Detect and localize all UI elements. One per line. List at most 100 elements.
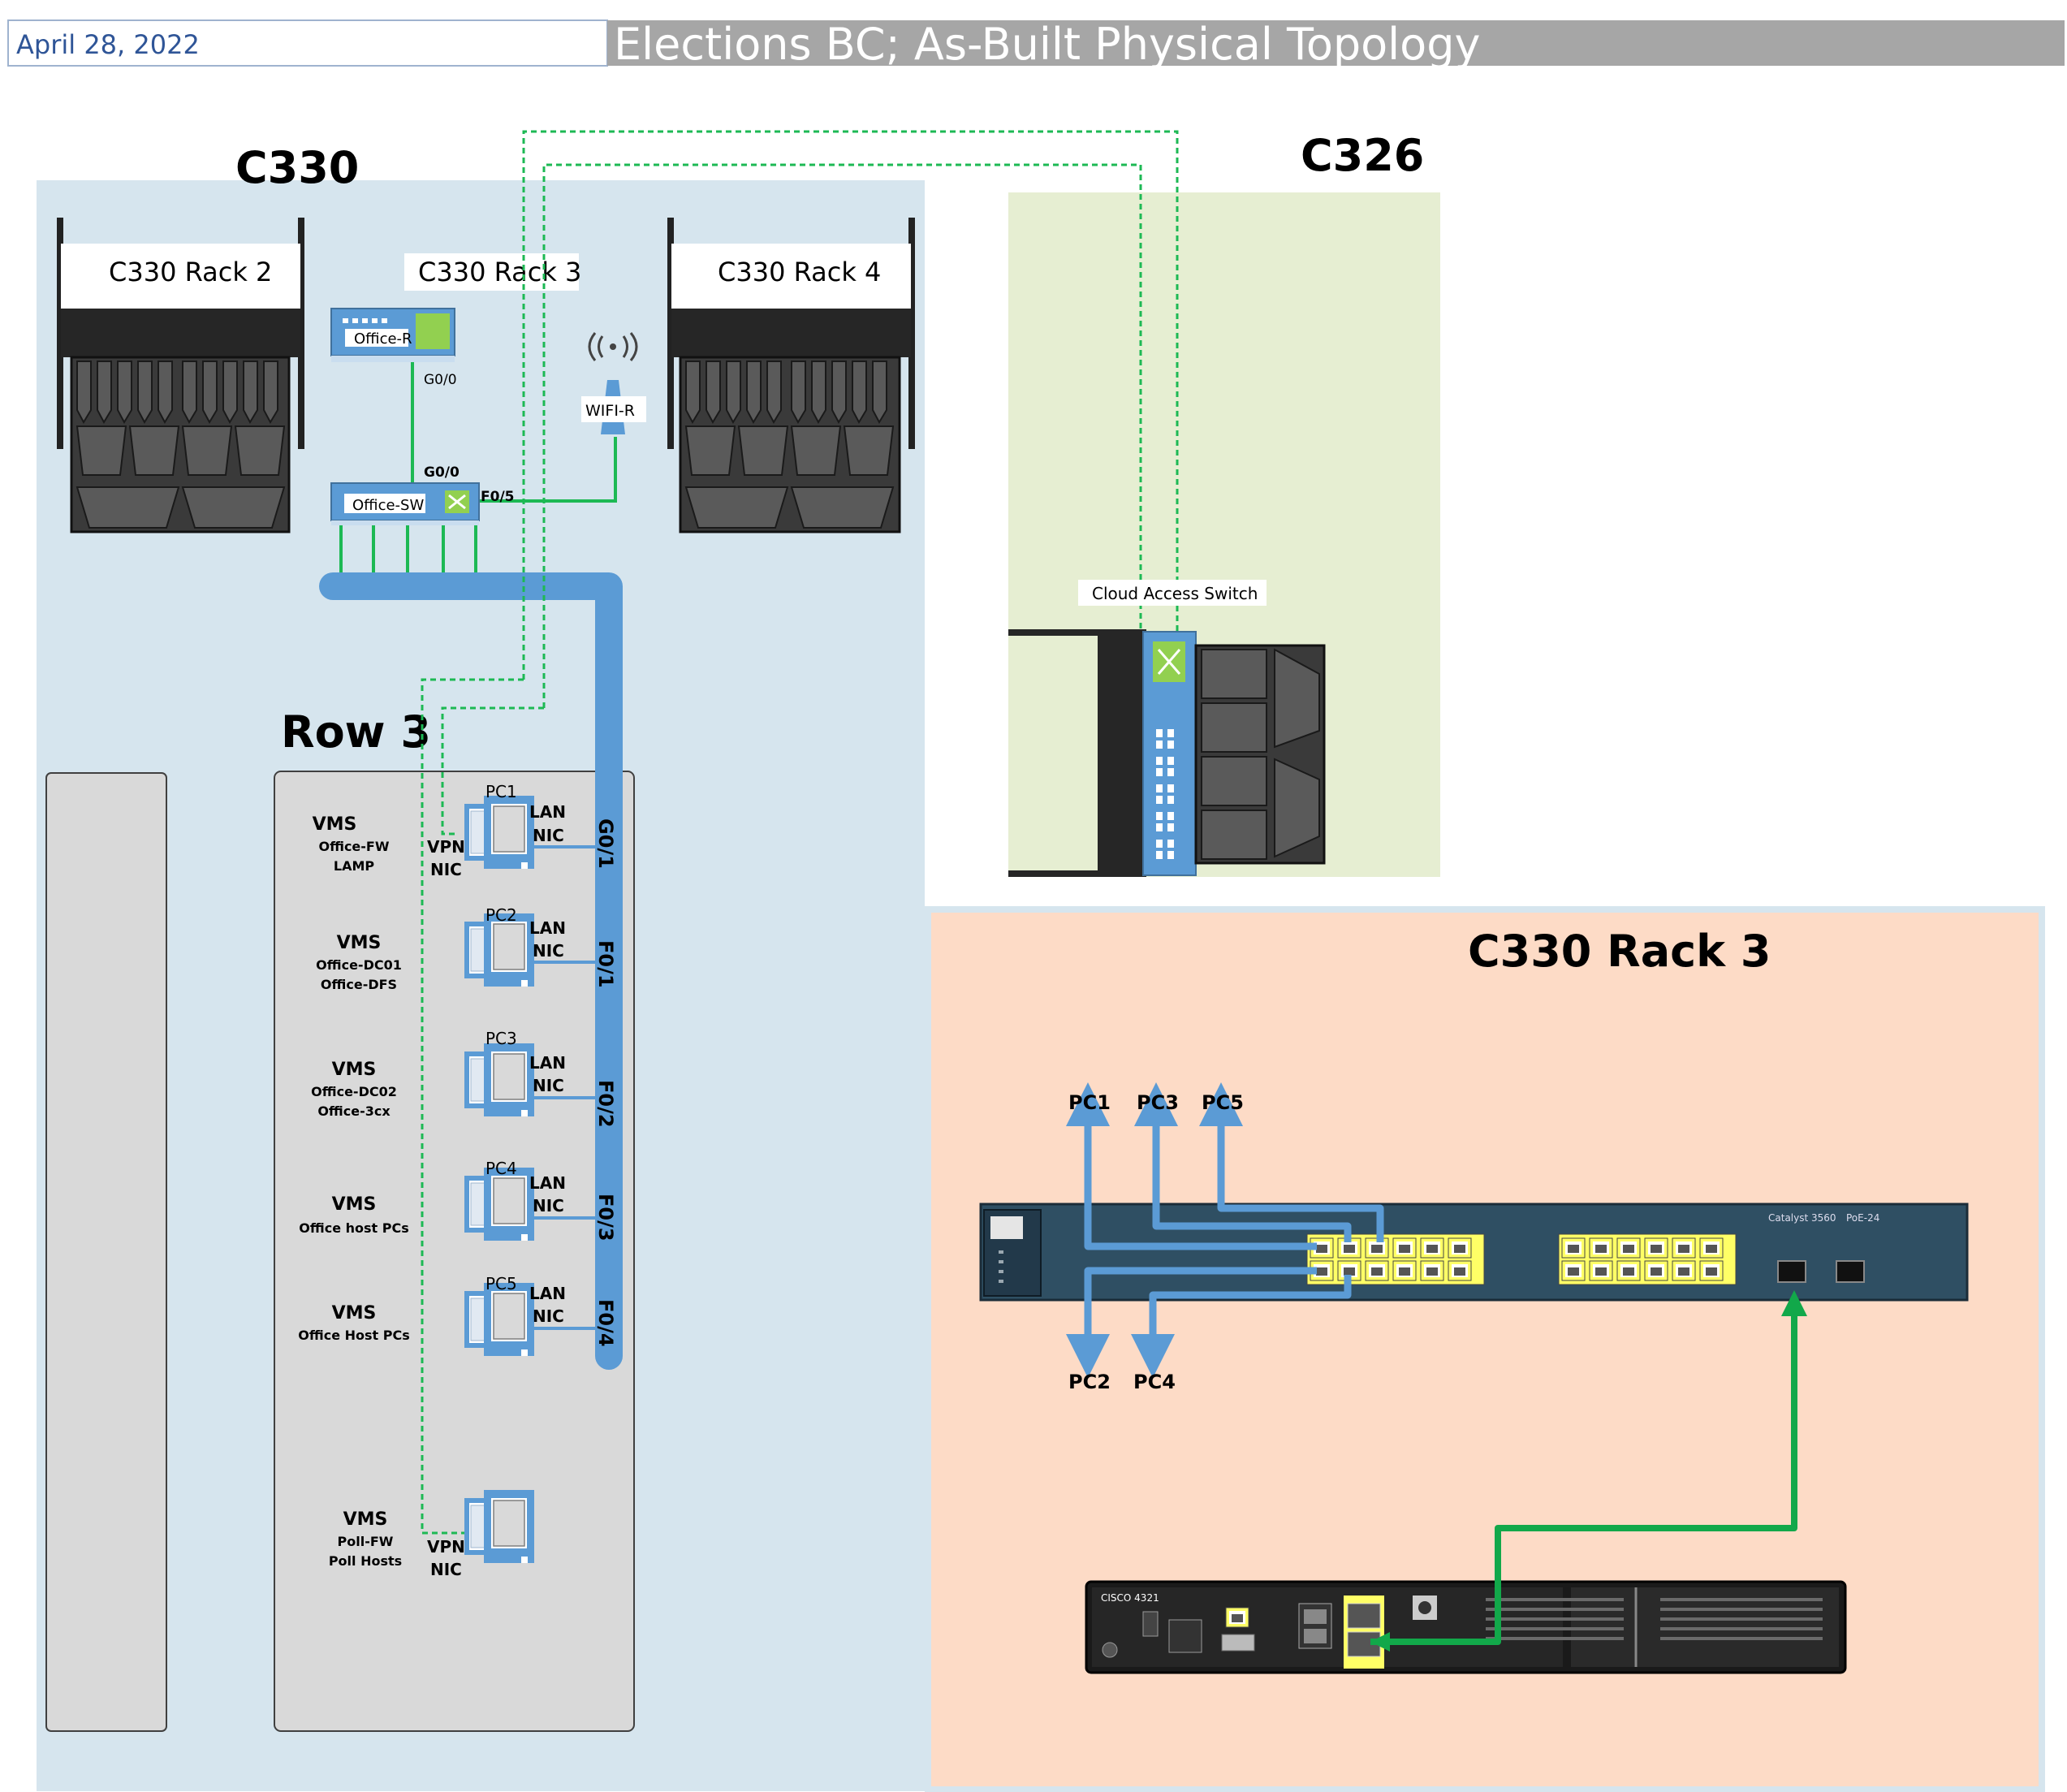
lan-nic-label: NIC [533, 1196, 564, 1216]
trunk-port-f03: F0/3 [594, 1194, 617, 1241]
lan-nic-label: LAN [529, 1284, 566, 1303]
vm-name: Office-3cx [317, 1103, 391, 1119]
catalyst-3560-switch[interactable]: Catalyst 3560 PoE-24 [979, 1203, 1969, 1302]
vm-name: Office-DFS [321, 977, 397, 992]
patch-label-pc5: PC5 [1202, 1091, 1244, 1114]
fiber-uplink [1370, 1290, 1807, 1645]
patch-cable-pc5 [1199, 1082, 1384, 1242]
wifi-router[interactable]: WIFI-R [581, 332, 646, 434]
vm-name: Office-DC01 [316, 957, 402, 973]
poll-pc-icon[interactable] [464, 1489, 535, 1564]
vpn-nic-label: NIC [430, 860, 462, 879]
pc1-icon[interactable] [464, 795, 535, 870]
pc3-label: PC3 [485, 1029, 517, 1048]
patch-cable-pc3 [1134, 1082, 1352, 1242]
vm-name: Office Host PCs [298, 1328, 409, 1343]
patch-cable-pc1 [1066, 1082, 1317, 1250]
patch-label-pc3: PC3 [1137, 1091, 1179, 1114]
vpn-nic-label: NIC [430, 1560, 462, 1579]
vms-label: VMS [332, 1303, 377, 1323]
wifi-router-label: WIFI-R [585, 402, 635, 420]
pc5-icon[interactable] [464, 1282, 535, 1357]
pc1-label: PC1 [485, 782, 517, 801]
vm-name: Poll Hosts [329, 1553, 402, 1569]
fiber-uplink-arrow [1370, 1632, 1390, 1652]
rack3-detail-title: C330 Rack 3 [1468, 926, 1771, 977]
lan-nic-label: LAN [529, 1053, 566, 1073]
office-router[interactable]: Office-R [330, 308, 455, 362]
rack-4-label: C330 Rack 4 [718, 257, 881, 287]
row3-group-pc1: PC1 VMS Office-FW LAMP LAN NIC VPN NIC [313, 782, 566, 879]
title-bar [607, 20, 2065, 66]
lan-nic-label: LAN [529, 1173, 566, 1193]
lan-nic-label: LAN [529, 802, 566, 822]
cloud-access-switch-label: Cloud Access Switch [1092, 584, 1258, 603]
vpn-dashed-links [421, 130, 1179, 1535]
cisco-4321-router[interactable]: CISCO 4321 [1085, 1580, 1847, 1674]
row-3-rack [274, 771, 635, 1732]
lan-nic-label: NIC [533, 1306, 564, 1326]
switch-port-f05: F0/5 [481, 489, 514, 505]
patch-cable-pc4 [1131, 1275, 1352, 1378]
row3-group-pc4: PC4 VMS Office host PCs LAN NIC [299, 1159, 566, 1236]
vms-label: VMS [332, 1194, 377, 1215]
header: April 28, 2022 Elections BC; As-Built Ph… [7, 19, 2065, 70]
vms-label: VMS [332, 1060, 377, 1080]
vms-label: VMS [337, 933, 382, 953]
patch-cables [1066, 1082, 1384, 1378]
row3-group-pc2: PC2 VMS Office-DC01 Office-DFS LAN NIC [316, 905, 566, 992]
lan-nic-label: NIC [533, 826, 564, 845]
rack-4: C330 Rack 4 [667, 218, 915, 533]
trunk-port-f01: F0/1 [594, 940, 617, 988]
patch-label-pc1: PC1 [1068, 1091, 1111, 1114]
patch-label-pc2: PC2 [1068, 1371, 1111, 1393]
catalyst-poe-label: PoE-24 [1846, 1212, 1879, 1224]
pc4-icon[interactable] [464, 1167, 535, 1241]
vm-name: Office-DC02 [311, 1084, 397, 1099]
pc3-icon[interactable] [464, 1043, 535, 1117]
router-model-label: CISCO 4321 [1101, 1592, 1159, 1604]
vms-label: VMS [313, 814, 357, 835]
patch-label-pc4: PC4 [1133, 1371, 1176, 1393]
sfp-port-2[interactable] [1836, 1260, 1865, 1283]
vm-name: Poll-FW [338, 1534, 394, 1549]
lan-nic-label: NIC [533, 1076, 564, 1095]
office-router-label: Office-R [354, 330, 412, 348]
switch-port-g00: G0/0 [424, 464, 460, 481]
lan-nic-label: LAN [529, 918, 566, 938]
router-port-g00: G0/0 [424, 372, 457, 388]
cloud-access-switch[interactable]: Cloud Access Switch [1008, 580, 1326, 877]
pc4-label: PC4 [485, 1159, 517, 1178]
trunk-port-f04: F0/4 [594, 1299, 617, 1347]
office-switch-label: Office-SW [352, 497, 424, 514]
rack-2: C330 Rack 2 [57, 218, 304, 533]
room-c330-label: C330 [235, 142, 359, 193]
lan-nic-label: NIC [533, 941, 564, 961]
vpn-nic-label: VPN [427, 1537, 465, 1557]
header-title: Elections BC; As-Built Physical Topology [614, 19, 1480, 70]
pc2-label: PC2 [485, 905, 517, 925]
sfp-port-1[interactable] [1777, 1260, 1806, 1283]
trunk-port-g01: G0/1 [594, 818, 617, 869]
header-date: April 28, 2022 [16, 29, 200, 60]
row3-group-poll: VMS Poll-FW Poll Hosts VPN NIC [329, 1509, 465, 1579]
vm-name: LAMP [334, 858, 375, 874]
vpn-nic-label: VPN [427, 837, 465, 857]
office-switch[interactable]: Office-SW [330, 482, 480, 525]
rack-2-label: C330 Rack 2 [109, 257, 272, 287]
room-c326-label: C326 [1301, 130, 1424, 181]
vm-name: Office host PCs [299, 1220, 408, 1236]
lan-links [534, 845, 597, 1330]
row3-group-pc3: PC3 VMS Office-DC02 Office-3cx LAN NIC [311, 1029, 566, 1119]
vms-label: VMS [343, 1509, 388, 1530]
date-box [7, 19, 608, 67]
row3-group-pc5: PC5 VMS Office Host PCs LAN NIC [298, 1274, 566, 1343]
row-3-left-rack [45, 772, 167, 1732]
row-3-title: Row 3 [281, 706, 431, 758]
rack-3-label: C330 Rack 3 [418, 257, 581, 287]
vm-name: Office-FW [319, 839, 390, 854]
catalyst-model-label: Catalyst 3560 [1768, 1212, 1836, 1224]
pc5-label: PC5 [485, 1274, 517, 1293]
cable-trunk [319, 572, 623, 1370]
